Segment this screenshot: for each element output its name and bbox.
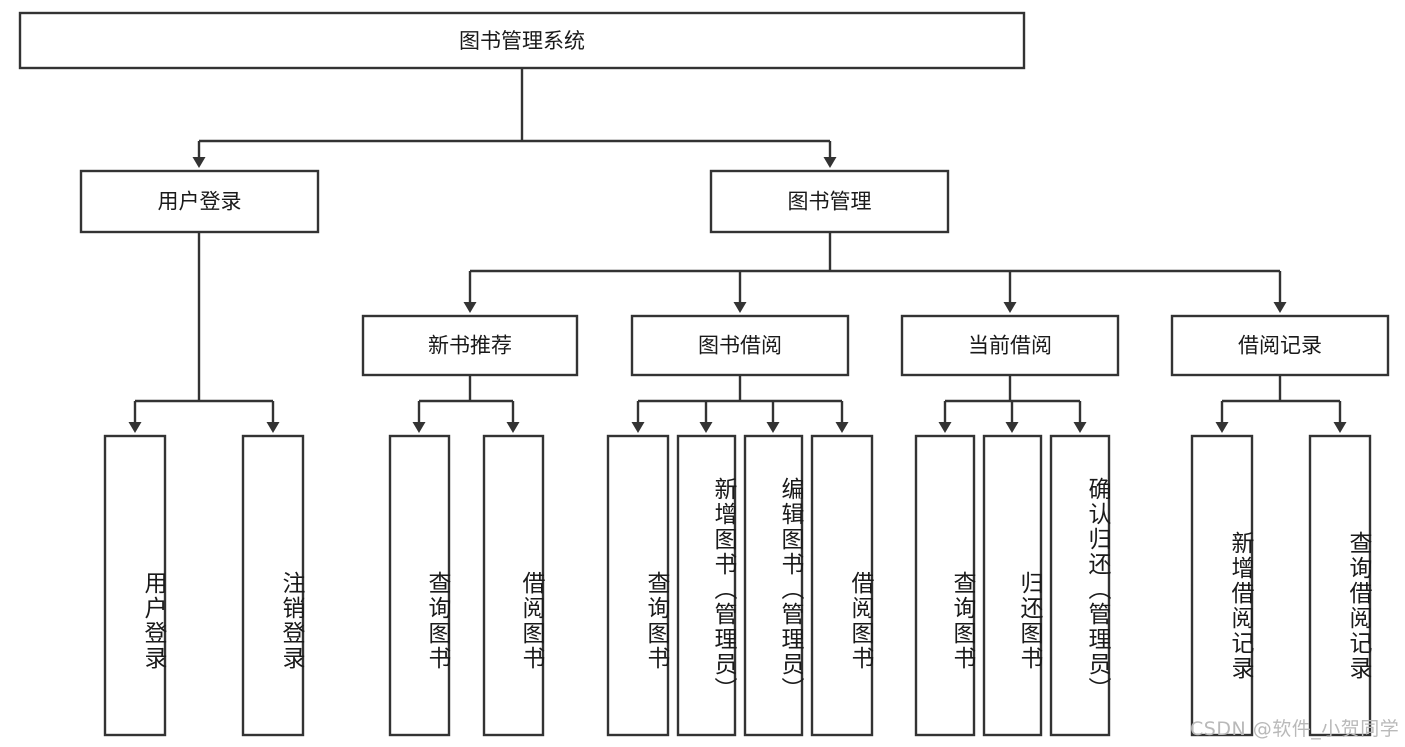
node-current-borrow[interactable]: 当前借阅 <box>900 314 1120 377</box>
node-root[interactable]: 图书管理系统 <box>18 11 1026 70</box>
csdn-watermark: CSDN @软件_小贺同学 <box>1190 718 1400 740</box>
leaf-boxes <box>103 434 1372 737</box>
node-leaf-edit-book[interactable] <box>743 434 804 737</box>
connector-root-to-level2 <box>192 68 837 168</box>
node-book-manage-label: 图书管理 <box>788 190 872 214</box>
node-leaf-user-logout[interactable] <box>241 434 305 737</box>
node-user-login-label: 用户登录 <box>158 190 242 214</box>
node-user-login[interactable]: 用户登录 <box>79 169 320 234</box>
node-leaf-borrow-book-1[interactable] <box>482 434 545 737</box>
node-leaf-query-record[interactable] <box>1308 434 1372 737</box>
node-new-book-rec[interactable]: 新书推荐 <box>361 314 579 377</box>
node-leaf-borrow-book-2[interactable] <box>810 434 874 737</box>
connector-newbook-to-leaves <box>412 375 520 433</box>
connector-currentborrow-to-leaves <box>938 375 1087 433</box>
node-leaf-add-record[interactable] <box>1190 434 1254 737</box>
node-root-label: 图书管理系统 <box>459 29 585 53</box>
node-book-borrow-label: 图书借阅 <box>698 334 782 358</box>
node-borrow-record[interactable]: 借阅记录 <box>1170 314 1390 377</box>
node-leaf-query-book-3[interactable] <box>914 434 976 737</box>
node-leaf-user-login[interactable] <box>103 434 167 737</box>
node-leaf-add-book[interactable] <box>676 434 737 737</box>
node-book-borrow[interactable]: 图书借阅 <box>630 314 850 377</box>
connector-bookborrow-to-leaves <box>631 375 849 433</box>
node-current-borrow-label: 当前借阅 <box>968 334 1052 358</box>
node-leaf-query-book-2[interactable] <box>606 434 670 737</box>
connector-userlogin-to-leaves <box>128 232 280 433</box>
connector-borrowrecord-to-leaves <box>1215 375 1347 433</box>
node-borrow-record-label: 借阅记录 <box>1238 334 1322 358</box>
connector-bookmanage-to-level3 <box>463 232 1287 313</box>
node-leaf-query-book-1[interactable] <box>388 434 451 737</box>
node-new-book-rec-label: 新书推荐 <box>428 334 512 358</box>
node-leaf-confirm-return[interactable] <box>1049 434 1111 737</box>
node-book-manage[interactable]: 图书管理 <box>709 169 950 234</box>
node-leaf-return-book[interactable] <box>982 434 1043 737</box>
